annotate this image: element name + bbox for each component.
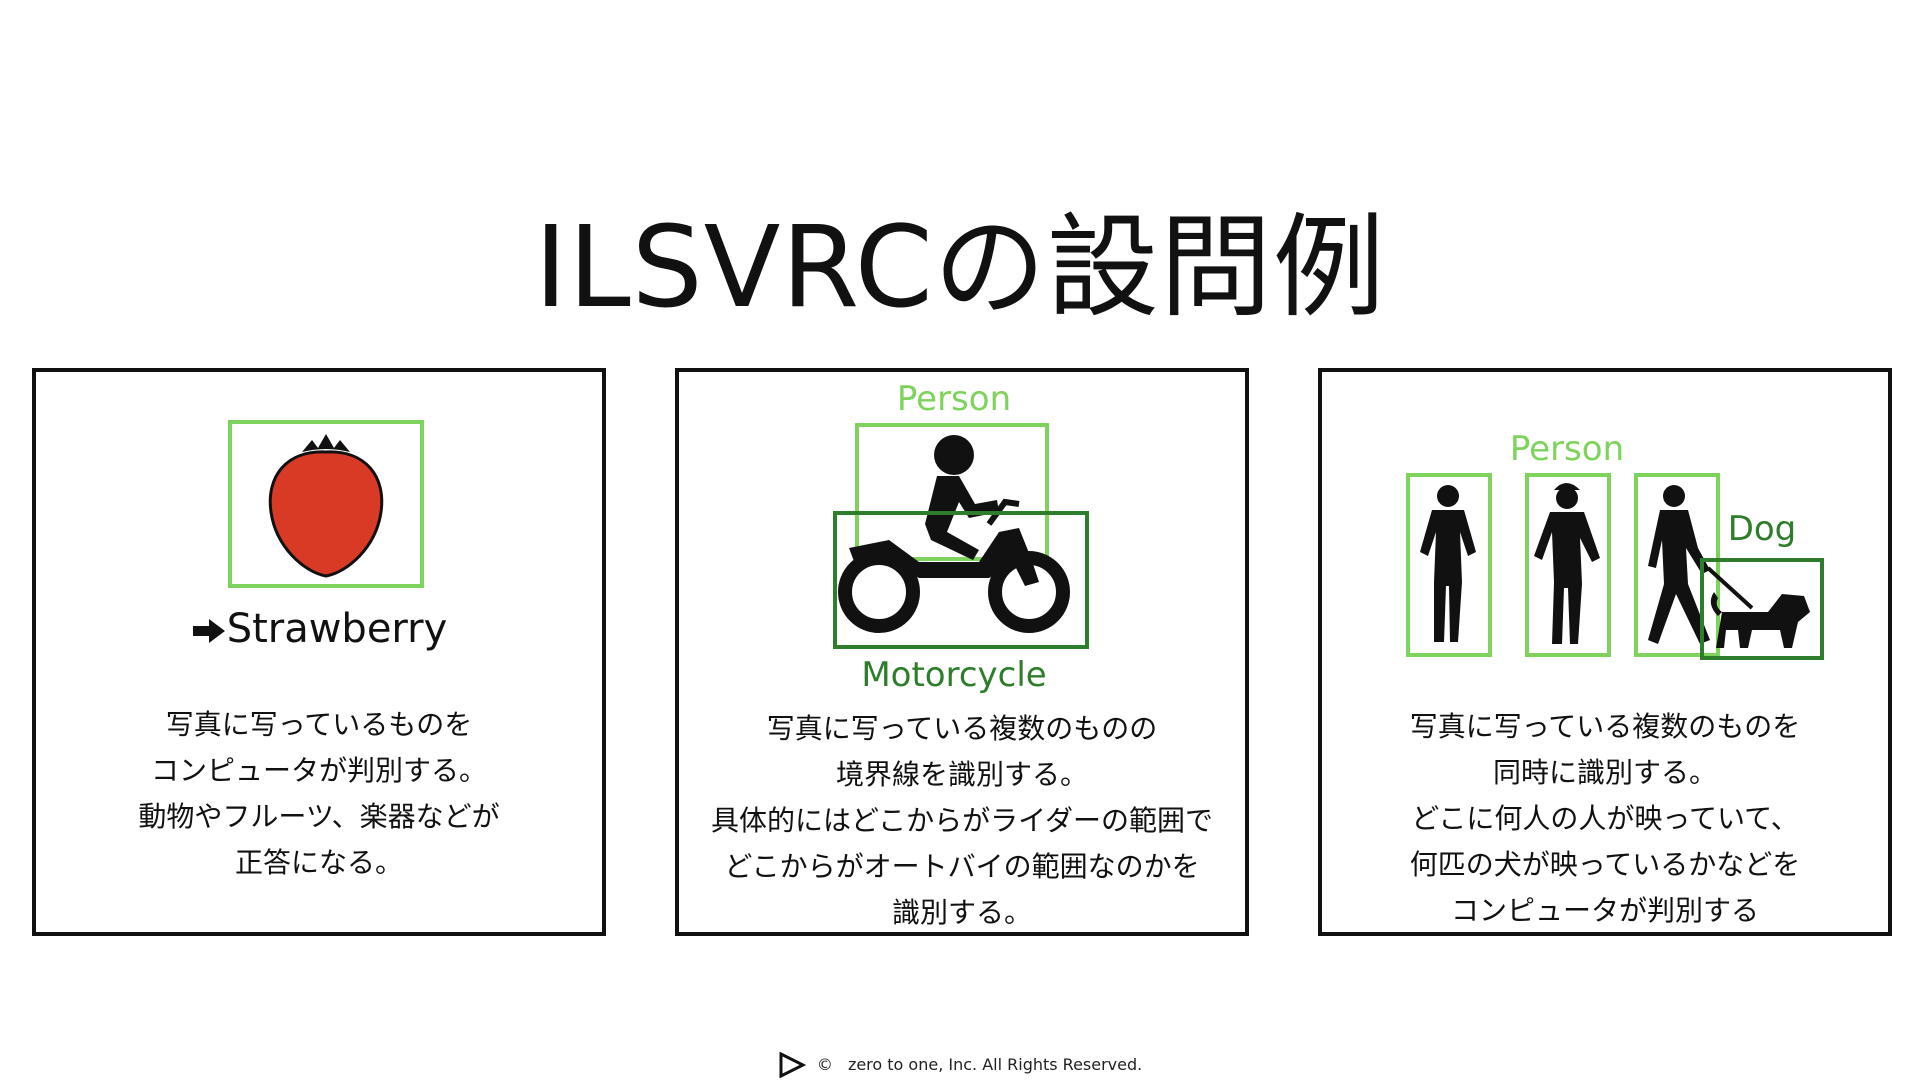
description-line: 何匹の犬が映っているかなどを [1409,848,1801,881]
description-line: コンピュータが判別する [1450,894,1759,927]
dog-leash [1706,566,1754,610]
description-line: 識別する。 [891,896,1032,929]
description-line: 同時に識別する。 [1492,756,1717,789]
arrow-right-icon [192,619,225,643]
description-line: 動物やフルーツ、楽器などが [138,800,500,833]
card-segmentation: Person Motorcycle 写真に写っている複数のものの 境界線を識別す… [675,368,1249,936]
person-silhouette-icon [1534,483,1600,644]
answer-text: Strawberry [226,606,448,652]
answer-label: Strawberry [36,605,602,653]
classification-illustration [228,420,424,588]
motorcycle-rider-icon [838,435,1070,633]
person-silhouette-icon [1420,485,1476,642]
motorcycle-bounding-box [833,511,1089,649]
detection-illustration: Person Dog [1406,429,1824,660]
segmentation-description: 写真に写っている複数のものの 境界線を識別する。 具体的にはどこからがライダーの… [679,706,1245,936]
person-bounding-box [1525,473,1611,657]
description-line: 具体的にはどこからがライダーの範囲で [710,804,1214,837]
person-label: Person [897,379,1011,419]
description-line: 写真に写っている複数のものを [1409,710,1801,743]
description-line: 写真に写っている複数のものの [766,712,1158,745]
detection-description: 写真に写っている複数のものを 同時に識別する。 どこに何人の人が映っていて、 何… [1322,704,1888,934]
segmentation-illustration: Person Motorcycle [833,379,1089,695]
footer: © zero to one, Inc. All Rights Reserved. [0,1052,1920,1078]
copyright-text: zero to one, Inc. All Rights Reserved. [847,1055,1143,1074]
classification-description: 写真に写っているものを コンピュータが判別する。 動物やフルーツ、楽器などが 正… [36,702,602,886]
strawberry-bounding-box [228,420,424,588]
dog-bounding-box [1700,558,1824,660]
description-line: 写真に写っているものを [165,708,473,741]
person-silhouette-icon [1648,485,1710,644]
description-line: どこに何人の人が映っていて、 [1411,802,1799,835]
dog-icon [1710,592,1810,648]
slide-title: ILSVRCの設問例 [534,203,1386,334]
dog-label: Dog [1728,509,1797,549]
play-logo-icon [779,1052,806,1078]
person-bounding-box [855,423,1049,561]
description-line: 境界線を識別する。 [835,758,1088,791]
description-line: コンピュータが判別する。 [150,754,487,787]
person-label: Person [1510,429,1624,469]
card-classification: Strawberry 写真に写っているものを コンピュータが判別する。 動物やフ… [32,368,606,936]
card-detection: Person Dog 写真に写っている複数のものを 同時に識 [1318,368,1892,936]
person-bounding-box [1634,473,1720,657]
description-line: どこからがオートバイの範囲なのかを [724,850,1200,883]
person-bounding-box [1406,473,1492,657]
copyright-symbol: © [816,1055,833,1074]
motorcycle-label: Motorcycle [861,655,1046,695]
description-line: 正答になる。 [234,846,403,879]
strawberry-icon [268,434,384,578]
